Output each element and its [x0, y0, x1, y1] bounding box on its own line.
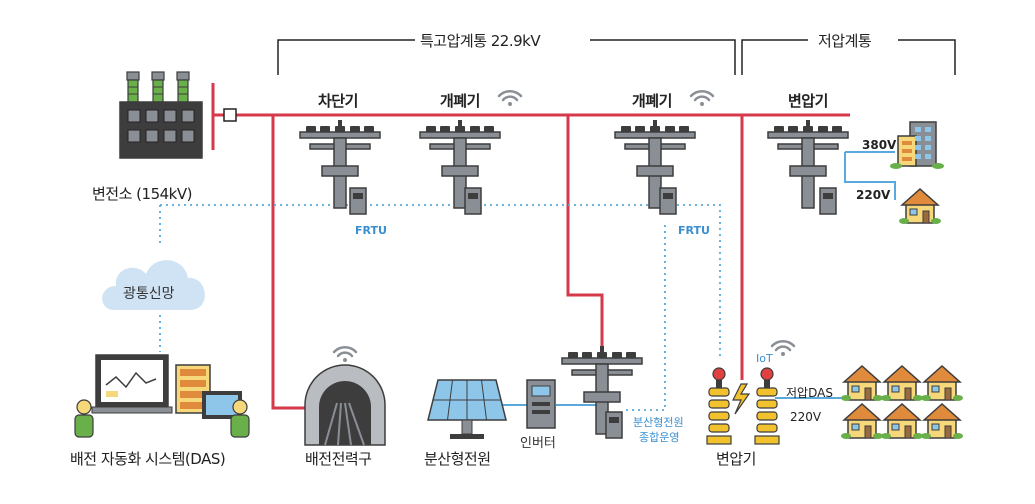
frtu-box-5 — [605, 411, 623, 439]
220v-line-top — [844, 152, 896, 200]
fiber-line-frtu2 — [665, 204, 721, 360]
solar-panel-icon — [427, 379, 507, 439]
switch-pole-icon-2 — [614, 119, 696, 209]
low-voltage-bracket — [741, 39, 956, 75]
buildings-icon — [890, 121, 944, 169]
voltage-380-label: 380V — [862, 138, 897, 152]
component-icons — [74, 71, 964, 446]
frtu-label-2: FRTU — [678, 224, 710, 237]
fiber-line-der — [625, 225, 666, 411]
cloud-icon — [102, 260, 205, 310]
tunnel-feed-line — [271, 115, 313, 410]
substation-label: 변전소 (154kV) — [92, 185, 192, 203]
transformer-label-bottom: 변압기 — [716, 450, 756, 468]
voltage-220-label-bottom: 220V — [790, 410, 822, 424]
switch-label-2: 개폐기 — [632, 92, 672, 110]
house-icon-5 — [880, 403, 924, 440]
transformer-icon-bottom — [706, 367, 780, 445]
breaker-pole-icon — [299, 119, 381, 209]
frtu-box-3 — [659, 187, 677, 215]
tunnel-icon — [304, 364, 386, 446]
house-icon-2 — [880, 365, 924, 402]
voltage-220-label-top: 220V — [856, 188, 891, 202]
substation-icon — [119, 71, 203, 159]
frtu-label-1: FRTU — [355, 224, 387, 237]
house-icon-4 — [840, 403, 884, 440]
wifi-icon-iot — [770, 339, 796, 358]
der-pole-icon — [561, 345, 643, 435]
inverter-label: 인버터 — [520, 436, 556, 451]
das-label: 배전 자동화 시스템(DAS) — [70, 450, 226, 468]
low-voltage-system-label: 저압계통 — [818, 32, 872, 50]
high-voltage-system-label: 특고압계통 22.9kV — [420, 32, 541, 50]
der-feed-line — [566, 115, 604, 356]
high-voltage-bracket — [277, 39, 736, 75]
fiber-network-label: 광통신망 — [123, 286, 175, 302]
switch-pole-icon-1 — [419, 119, 501, 209]
frtu-box-1 — [349, 187, 367, 215]
der-ops-label-1: 분산형전원 — [633, 416, 684, 429]
junction-box — [223, 108, 237, 122]
inverter-icon — [526, 379, 556, 429]
breaker-label: 차단기 — [318, 92, 358, 110]
wifi-icon-tunnel — [332, 345, 358, 364]
das-system-icon — [74, 354, 250, 438]
solar-label: 분산형전원 — [424, 450, 491, 468]
house-icon-220v — [898, 188, 942, 225]
house-icon-1 — [840, 365, 884, 402]
frtu-box-4 — [819, 187, 837, 215]
house-icon-3 — [920, 365, 964, 402]
iot-label: IoT — [756, 352, 773, 365]
house-icon-6 — [920, 403, 964, 440]
wifi-icon-switch-1 — [497, 89, 523, 108]
transformer-label-top: 변압기 — [788, 92, 828, 110]
der-ops-label-2: 종합운영 — [639, 431, 680, 444]
low-das-label: 저압DAS — [786, 386, 833, 400]
tunnel-label: 배전전력구 — [305, 450, 372, 468]
frtu-box-2 — [464, 187, 482, 215]
connection-lines — [159, 39, 956, 411]
wifi-icon-switch-2 — [689, 89, 715, 108]
switch-label-1: 개폐기 — [440, 92, 480, 110]
